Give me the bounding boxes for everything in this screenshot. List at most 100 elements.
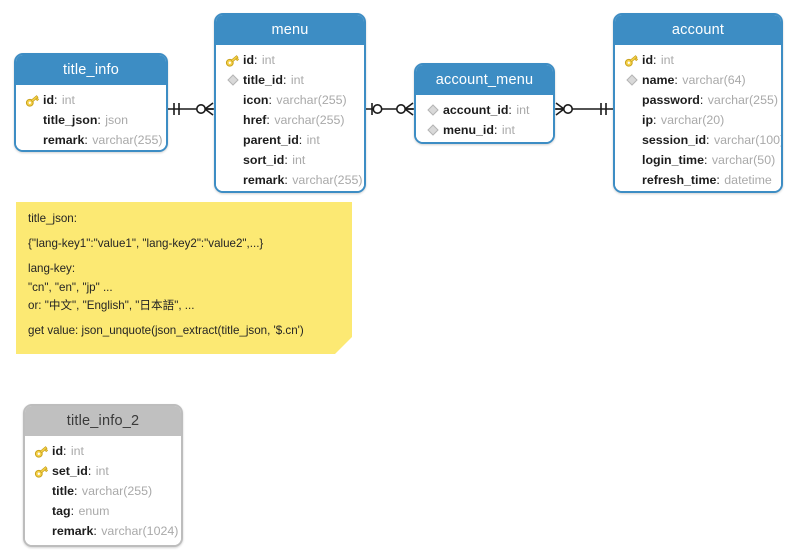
attribute-name: remark xyxy=(243,173,285,187)
entity-title_info_2[interactable]: title_info_2 id : int xyxy=(23,404,183,547)
blank-icon xyxy=(623,132,640,148)
blank-icon xyxy=(33,483,50,499)
note-line: lang-key: xyxy=(28,262,76,276)
attribute-separator: : xyxy=(74,484,81,498)
attribute-name: session_id xyxy=(642,133,707,147)
attribute-row[interactable]: icon : varchar(255) xyxy=(216,90,364,110)
attribute-row[interactable]: sort_id : int xyxy=(216,150,364,170)
note-title_json[interactable]: title_json: {"lang-key1":"value1", "lang… xyxy=(16,202,352,354)
attribute-row[interactable]: remark : varchar(255) xyxy=(16,130,166,150)
attribute-row[interactable]: refresh_time : datetime xyxy=(615,170,781,190)
attribute-separator: : xyxy=(87,464,95,478)
attribute-separator: : xyxy=(282,73,290,87)
attribute-name: ip xyxy=(642,113,654,127)
entity-account[interactable]: account id : int xyxy=(613,13,783,193)
note-line: get value: json_unquote(json_extract(tit… xyxy=(28,323,304,337)
entity-menu[interactable]: menu id : int xyxy=(214,13,366,193)
attribute-row[interactable]: ip : varchar(20) xyxy=(615,110,781,130)
attribute-row[interactable]: id : int xyxy=(216,50,364,70)
attribute-row[interactable]: session_id : varchar(100) xyxy=(615,130,781,150)
attribute-separator: : xyxy=(268,93,276,107)
attribute-name: remark xyxy=(52,524,94,538)
attribute-type: int xyxy=(292,153,306,167)
key-icon xyxy=(224,52,241,68)
attribute-name: href xyxy=(243,113,267,127)
attribute-name: id xyxy=(243,53,255,67)
blank-icon xyxy=(623,92,640,108)
attribute-row[interactable]: remark : varchar(1024) xyxy=(25,521,181,541)
attribute-separator: : xyxy=(284,153,292,167)
attribute-name: refresh_time xyxy=(642,173,717,187)
attribute-separator: : xyxy=(508,103,516,117)
entity-attributes-title_info_2: id : int set_id : int xyxy=(25,436,181,545)
entity-attributes-account: id : int name : varchar(64) password : v… xyxy=(615,45,781,191)
attribute-row[interactable]: password : varchar(255) xyxy=(615,90,781,110)
attribute-type: varchar(255) xyxy=(274,113,345,127)
attribute-name: set_id xyxy=(52,464,88,478)
attribute-name: icon xyxy=(243,93,269,107)
attribute-type: int xyxy=(290,73,304,87)
attribute-type: int xyxy=(70,444,84,458)
attribute-row[interactable]: tag : enum xyxy=(25,501,181,521)
blank-icon xyxy=(623,112,640,128)
diamond-icon xyxy=(424,102,441,118)
attribute-row[interactable]: account_id : int xyxy=(416,100,553,120)
note-fold-corner-icon xyxy=(335,337,352,354)
attribute-separator: : xyxy=(653,53,660,67)
attribute-row[interactable]: login_time : varchar(50) xyxy=(615,150,781,170)
entity-title-menu: menu xyxy=(216,15,364,45)
attribute-row[interactable]: title_id : int xyxy=(216,70,364,90)
blank-icon xyxy=(33,503,50,519)
note-line: title_json: xyxy=(28,212,77,225)
attribute-separator: : xyxy=(63,444,70,458)
attribute-name: sort_id xyxy=(243,153,285,167)
attribute-row[interactable]: title_json : json xyxy=(16,110,166,130)
attribute-name: remark xyxy=(43,133,85,147)
attribute-type: varchar(255) xyxy=(92,133,163,147)
attribute-row[interactable]: id : int xyxy=(16,90,166,110)
attribute-type: varchar(64) xyxy=(682,73,746,87)
attribute-name: id xyxy=(43,93,55,107)
attribute-type: int xyxy=(261,53,275,67)
attribute-row[interactable]: id : int xyxy=(615,50,781,70)
attribute-name: tag xyxy=(52,504,71,518)
attribute-name: title_id xyxy=(243,73,283,87)
entity-title-account_menu: account_menu xyxy=(416,65,553,95)
attribute-type: int xyxy=(501,123,515,137)
attribute-row[interactable]: set_id : int xyxy=(25,461,181,481)
attribute-name: menu_id xyxy=(443,123,494,137)
blank-icon xyxy=(24,132,41,148)
attribute-separator: : xyxy=(716,173,724,187)
attribute-separator: : xyxy=(266,113,274,127)
blank-icon xyxy=(33,523,50,539)
attribute-row[interactable]: href : varchar(255) xyxy=(216,110,364,130)
attribute-row[interactable]: menu_id : int xyxy=(416,120,553,140)
attribute-separator: : xyxy=(493,123,501,137)
attribute-separator: : xyxy=(298,133,306,147)
entity-attributes-menu: id : int title_id : int icon : varchar(2… xyxy=(216,45,364,191)
attribute-row[interactable]: title : varchar(255) xyxy=(25,481,181,501)
entity-account_menu[interactable]: account_menu account_id : int menu_ xyxy=(414,63,555,144)
attribute-name: login_time xyxy=(642,153,704,167)
entity-title_info[interactable]: title_info id : int title_json : xyxy=(14,53,168,152)
attribute-type: varchar(255) xyxy=(276,93,347,107)
attribute-type: varchar(100) xyxy=(713,133,783,147)
key-icon xyxy=(24,92,41,108)
attribute-separator: : xyxy=(284,173,292,187)
attribute-row[interactable]: name : varchar(64) xyxy=(615,70,781,90)
attribute-name: name xyxy=(642,73,675,87)
attribute-row[interactable]: id : int xyxy=(25,441,181,461)
blank-icon xyxy=(224,112,241,128)
attribute-type: int xyxy=(61,93,75,107)
attribute-name: id xyxy=(642,53,654,67)
attribute-type: varchar(50) xyxy=(711,153,776,167)
entity-title-account: account xyxy=(615,15,781,45)
attribute-type: varchar(20) xyxy=(660,113,725,127)
attribute-row[interactable]: parent_id : int xyxy=(216,130,364,150)
attribute-type: varchar(255) xyxy=(707,93,778,107)
attribute-row[interactable]: remark : varchar(255) xyxy=(216,170,364,190)
note-line: or: "中文", "English", "日本語", ... xyxy=(28,298,195,312)
note-line: "cn", "en", "jp" ... xyxy=(28,280,113,294)
attribute-type: enum xyxy=(78,504,110,518)
